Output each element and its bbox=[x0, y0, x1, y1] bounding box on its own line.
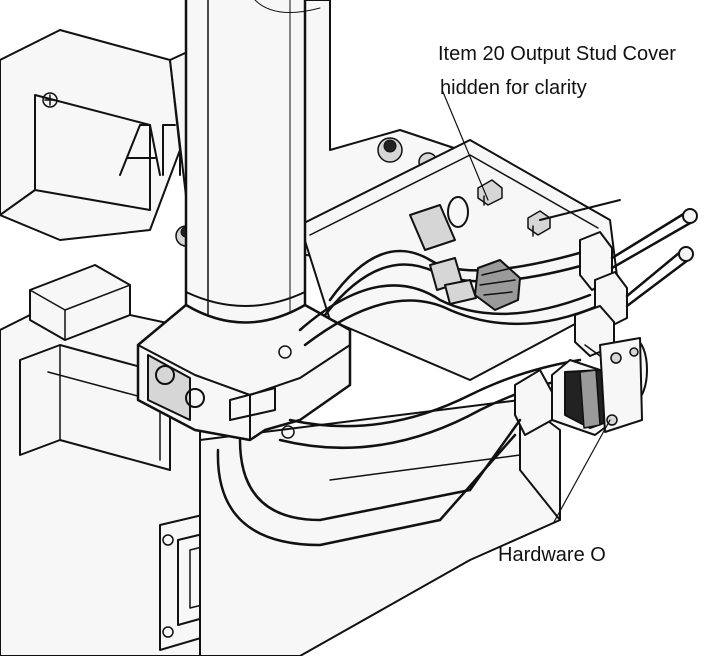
stud-cover-leader bbox=[442, 91, 489, 201]
mounting-pad bbox=[29, 264, 131, 341]
cable-harness bbox=[216, 199, 621, 547]
stud-cover-callout-line2: hidden for clarity bbox=[440, 77, 587, 99]
cable-connectors bbox=[409, 196, 521, 311]
stud-cover-callout-line1: Item 20 Output Stud Cover bbox=[438, 43, 676, 65]
tube-clamp bbox=[136, 303, 352, 442]
output-stud-2 bbox=[527, 210, 551, 237]
vertical-tube bbox=[184, 0, 321, 332]
hardware-callout: Hardware O bbox=[498, 544, 606, 566]
circular-connector bbox=[438, 337, 643, 522]
output-stud-1 bbox=[477, 179, 503, 206]
hardware-leader bbox=[553, 419, 611, 523]
upper-housing bbox=[0, 29, 181, 241]
